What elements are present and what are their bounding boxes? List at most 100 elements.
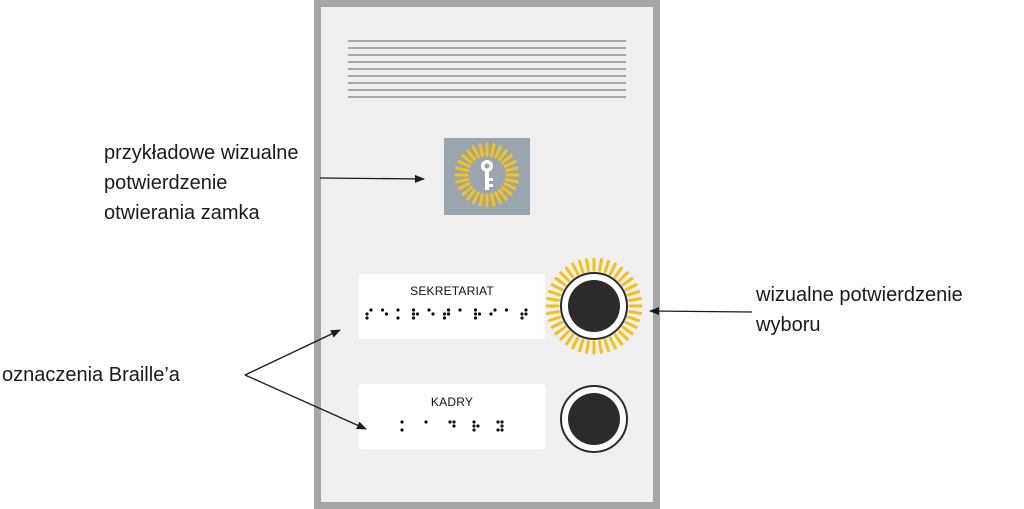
braille-dot	[415, 312, 420, 316]
glow-ray	[466, 189, 476, 201]
lock-open-indicator	[444, 138, 530, 215]
glow-ray	[564, 266, 575, 279]
braille-dot	[446, 308, 451, 312]
braille-dot	[365, 312, 369, 316]
braille-dot	[424, 420, 428, 424]
glow-ray	[501, 186, 513, 196]
braille-dot	[493, 308, 497, 312]
glow-ray	[598, 258, 603, 272]
glow-ray	[624, 320, 638, 329]
glow-ray	[550, 283, 564, 292]
braille-dot	[396, 316, 400, 320]
glow-ray	[626, 290, 641, 297]
label-card-kadry: KADRY	[359, 384, 545, 449]
glow-ray	[624, 283, 638, 292]
glow-ray	[461, 186, 473, 196]
annotation-line: przykładowe wizualne	[104, 142, 299, 164]
glow-ray	[578, 259, 585, 274]
braille-dot	[489, 312, 493, 316]
call-button-kadry[interactable]	[559, 385, 629, 455]
glow-ray	[505, 166, 519, 172]
glow-ray	[618, 271, 629, 282]
glow-ray	[478, 193, 484, 207]
label-card-sekretariat: SEKRETARIAT	[359, 274, 545, 339]
braille-dot	[411, 308, 416, 312]
button-label: SEKRETARIAT	[410, 284, 494, 298]
braille-dot	[473, 308, 478, 312]
braille-dot	[365, 316, 369, 320]
braille-dot	[458, 308, 462, 312]
sunburst-glow-icon	[546, 258, 643, 355]
braille-dot	[496, 420, 500, 424]
glow-ray	[608, 336, 617, 350]
glow-ray	[472, 145, 480, 159]
braille-label-kadry	[400, 420, 504, 432]
glow-ray	[498, 189, 508, 201]
annotation-line: otwierania zamka	[104, 202, 260, 224]
braille-dot	[472, 428, 476, 432]
arrow-to-braille-sekretariat	[244, 329, 341, 376]
glow-ray	[478, 143, 484, 157]
arrow-to-lock-indicator	[319, 174, 425, 183]
glow-ray	[466, 149, 476, 161]
braille-dot	[524, 308, 528, 312]
glow-ray	[455, 166, 469, 172]
braille-dot	[524, 312, 528, 316]
glow-ray	[621, 276, 634, 287]
annotation-line: wyboru	[756, 314, 821, 336]
glow-ray	[494, 191, 502, 205]
braille-dot	[400, 428, 404, 432]
glow-ray	[546, 310, 560, 315]
braille-dot	[496, 428, 500, 432]
braille-dot	[473, 316, 478, 320]
button-label: KADRY	[430, 395, 474, 409]
glow-ray	[501, 154, 513, 164]
annotation-line: potwierdzenie	[104, 172, 228, 194]
annotation-line: wizualne potwierdzenie	[756, 284, 963, 306]
glow-ray	[554, 325, 567, 336]
glow-ray	[621, 325, 634, 336]
annotation-braille: oznaczenia Braille’a	[2, 364, 180, 386]
glow-ray	[455, 178, 469, 184]
braille-dot	[442, 316, 447, 320]
glow-ray	[490, 193, 496, 207]
braille-dot	[473, 312, 478, 316]
braille-dot	[380, 308, 385, 312]
braille-dot	[384, 312, 389, 316]
sunburst-glow-icon	[454, 142, 520, 208]
glow-ray	[546, 297, 560, 302]
arrow-to-selected-button	[649, 307, 753, 316]
glow-ray	[498, 149, 508, 161]
braille-dot	[500, 424, 504, 428]
glow-ray	[472, 191, 480, 205]
glow-ray	[608, 262, 617, 276]
braille-dot	[452, 424, 456, 428]
glow-ray	[559, 330, 570, 341]
glow-ray	[559, 271, 570, 282]
braille-dot	[472, 420, 476, 424]
glow-ray	[457, 182, 471, 190]
braille-label-sekretariat	[365, 308, 528, 320]
braille-dot	[411, 316, 416, 320]
braille-dot	[520, 316, 524, 320]
glow-ray	[571, 262, 580, 276]
call-button-sekretariat[interactable]	[546, 258, 646, 358]
glow-ray	[628, 297, 642, 302]
glow-ray	[494, 145, 502, 159]
glow-ray	[626, 315, 641, 322]
glow-ray	[554, 276, 567, 287]
glow-ray	[585, 258, 590, 272]
glow-ray	[571, 336, 580, 350]
braille-dot	[477, 312, 482, 316]
braille-dot	[442, 312, 447, 316]
glow-ray	[585, 340, 590, 354]
glow-ray	[503, 160, 517, 168]
glow-ray	[490, 143, 496, 157]
braille-dot	[369, 308, 373, 312]
glow-ray	[457, 160, 471, 168]
braille-dot	[448, 420, 452, 424]
braille-dot	[504, 308, 509, 312]
glow-ray	[503, 182, 517, 190]
glow-ray	[547, 290, 562, 297]
